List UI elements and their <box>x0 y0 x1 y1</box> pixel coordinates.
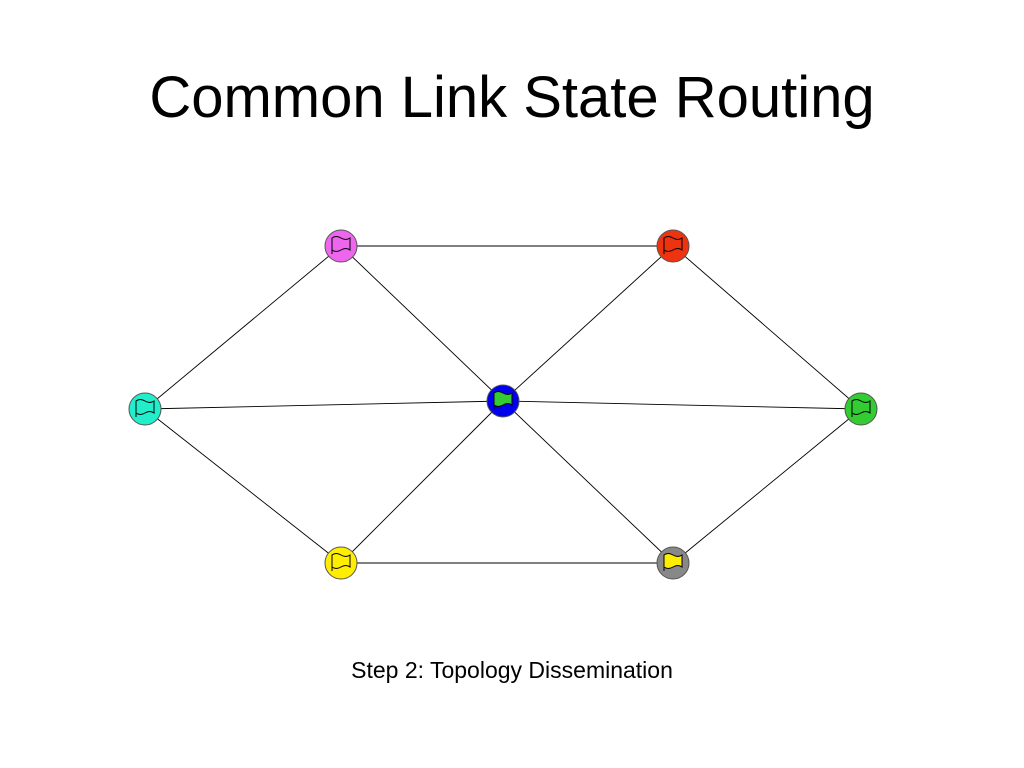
router-node-green <box>844 392 878 426</box>
link-red-blue <box>502 245 674 402</box>
router-node-gray <box>656 546 690 580</box>
link-pink-blue <box>340 245 504 402</box>
link-green-gray <box>672 408 862 564</box>
router-node-cyan <box>128 392 162 426</box>
flag-icon <box>331 236 351 252</box>
flag-icon <box>851 399 871 415</box>
flag-icon <box>135 399 155 415</box>
link-blue-yellow <box>340 400 504 564</box>
flag-icon <box>493 391 513 407</box>
step-caption: Step 2: Topology Dissemination <box>351 657 673 683</box>
link-pink-cyan <box>144 245 342 410</box>
link-cyan-yellow <box>144 408 342 564</box>
link-cyan-blue <box>144 400 504 410</box>
router-node-pink <box>324 229 358 263</box>
flag-icon <box>663 236 683 252</box>
nodes-group <box>128 229 878 580</box>
slide-title: Common Link State Routing <box>149 65 875 130</box>
flag-icon <box>331 553 351 569</box>
link-blue-gray <box>502 400 674 564</box>
links-group <box>144 245 862 564</box>
flag-icon <box>663 553 683 569</box>
link-blue-green <box>502 400 862 410</box>
router-node-red <box>656 229 690 263</box>
router-node-blue <box>486 384 520 418</box>
link-red-green <box>672 245 862 410</box>
router-node-yellow <box>324 546 358 580</box>
